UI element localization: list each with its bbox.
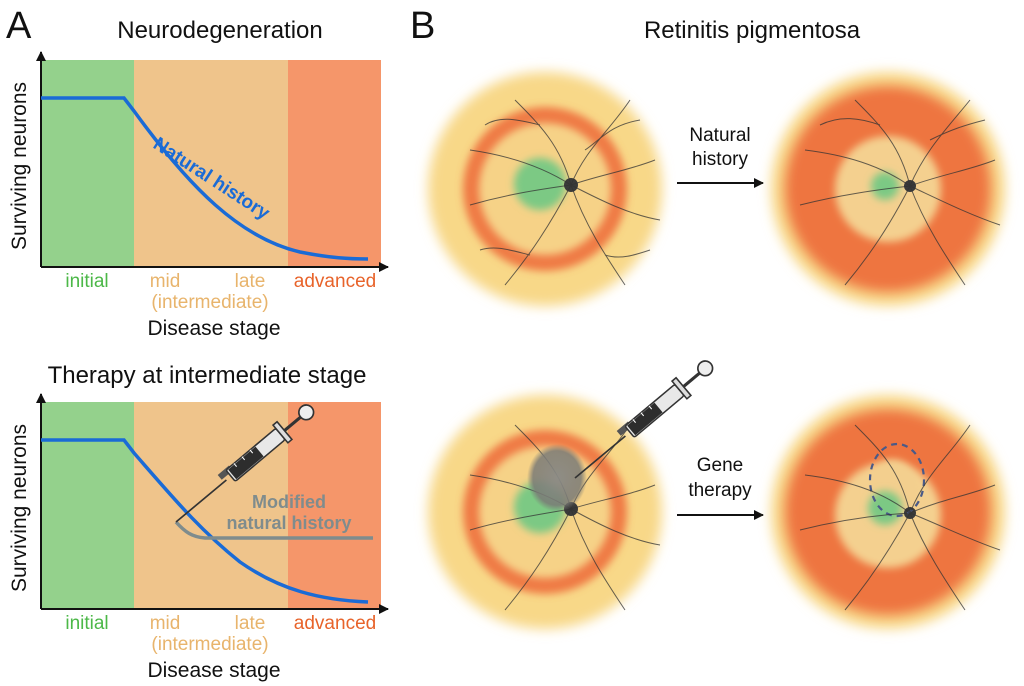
chart2-title: Therapy at intermediate stage (48, 362, 367, 389)
chart1-x-label: Disease stage (147, 317, 280, 340)
chart1-stage-mid: mid (150, 271, 181, 292)
chart1-title: Neurodegeneration (117, 17, 323, 44)
chart1-stage-intermediate: (intermediate) (151, 292, 268, 313)
panel-a-letter: A (6, 5, 32, 47)
chart1-stage-bands (41, 60, 381, 267)
band-intermediate (134, 60, 288, 267)
chart2-stage-advanced: advanced (294, 613, 376, 634)
arrow-label-therapy: therapy (688, 480, 752, 501)
chart2-stage-late: late (235, 613, 266, 634)
band-initial (41, 402, 134, 609)
chart2-modified-label-2: natural history (226, 513, 351, 533)
arrow-label-history: history (692, 149, 748, 170)
chart2-modified-curve (174, 520, 373, 540)
chart2-natural-history-curve (41, 438, 369, 604)
chart1-stage-late: late (235, 271, 266, 292)
band-advanced (288, 402, 381, 609)
chart2-stage-bands (41, 402, 381, 609)
chart1-y-label: Surviving neurons (8, 82, 31, 250)
chart1-natural-history-curve (41, 96, 369, 261)
chart2-y-label: Surviving neurons (8, 424, 31, 592)
arrow-label-gene: Gene (697, 455, 743, 476)
panel-b-title: Retinitis pigmentosa (644, 17, 861, 44)
chart2-modified-label-1: Modified (252, 492, 326, 512)
chart1-stage-advanced: advanced (294, 271, 376, 292)
chart2-stage-initial: initial (65, 613, 108, 634)
retina-early (428, 72, 662, 306)
chart2-stage-intermediate: (intermediate) (151, 634, 268, 655)
panel-b-letter: B (410, 5, 435, 47)
band-initial (41, 60, 134, 267)
chart2-x-label: Disease stage (147, 659, 280, 682)
band-advanced (288, 60, 381, 267)
injection-bleb (527, 444, 587, 512)
treated-region-outline (868, 442, 926, 518)
chart1-stage-initial: initial (65, 271, 108, 292)
chart2-stage-mid: mid (150, 613, 181, 634)
retina-late (771, 72, 1005, 306)
retina-treated (771, 395, 1005, 629)
arrow-label-natural: Natural (689, 125, 750, 146)
